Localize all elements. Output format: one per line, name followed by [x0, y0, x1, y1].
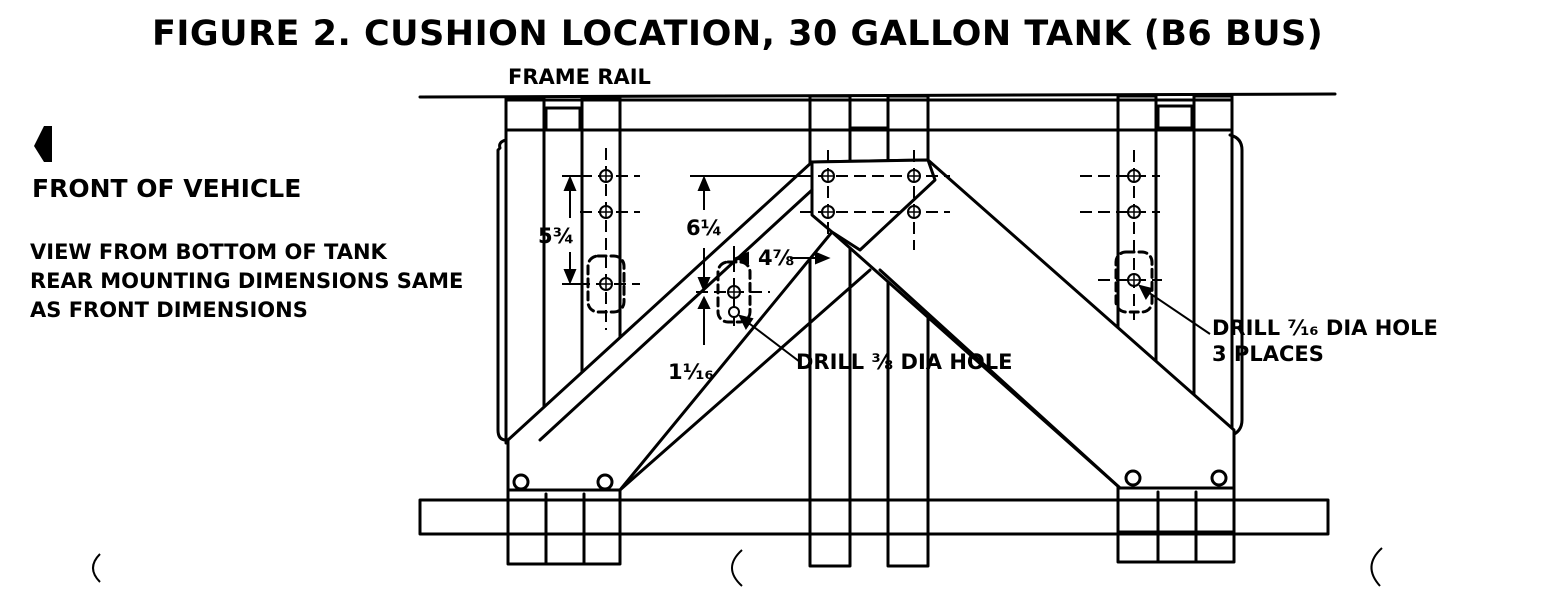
- left-strap: [504, 96, 546, 445]
- dimension-6-1-4: 6¼: [686, 216, 723, 240]
- figure-title: FIGURE 2. CUSHION LOCATION, 30 GALLON TA…: [152, 14, 1324, 54]
- dimension-1-1-16: 1¹⁄₁₆: [668, 360, 714, 384]
- view-note-line: REAR MOUNTING DIMENSIONS SAME: [30, 269, 464, 293]
- drill-small-hole-label: DRILL ⅜ DIA HOLE: [796, 350, 1013, 374]
- front-arrow-icon: [34, 126, 52, 162]
- view-note-line: AS FRONT DIMENSIONS: [30, 298, 308, 322]
- frame-rail-line: [418, 92, 1337, 99]
- view-note-line: VIEW FROM BOTTOM OF TANK: [30, 240, 387, 264]
- frame-rail-label: FRAME RAIL: [508, 65, 651, 89]
- center-plate: [810, 158, 937, 252]
- center-channel: [808, 94, 852, 568]
- drill-large-hole-label: DRILL ⁷⁄₁₆ DIA HOLE: [1212, 316, 1438, 340]
- drill-large-places-label: 3 PLACES: [1212, 342, 1324, 366]
- left-diagonal-brace: [506, 160, 834, 492]
- dimension-5-3-4: 5¾: [538, 224, 575, 248]
- dimension-4-7-8: 4⅞: [758, 246, 795, 270]
- front-of-vehicle-label: FRONT OF VEHICLE: [32, 174, 302, 203]
- view-note: VIEW FROM BOTTOM OF TANK REAR MOUNTING D…: [30, 238, 463, 325]
- crossmember-bar: [418, 498, 1330, 536]
